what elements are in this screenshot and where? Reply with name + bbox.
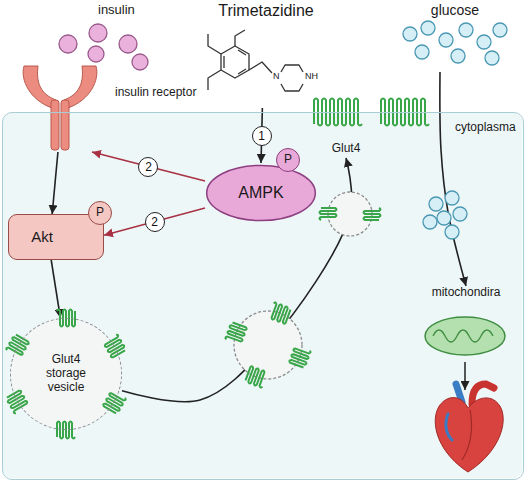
heart-icon <box>435 384 503 472</box>
glucose-molecule <box>477 35 491 49</box>
glut4-protein <box>6 390 30 414</box>
vesicle-shape <box>234 311 302 379</box>
node-text: P <box>284 153 292 167</box>
vesicle-fill <box>11 319 121 429</box>
node-text: Glut4 storage vesicle <box>30 353 102 394</box>
callout-number: 2 <box>138 157 158 177</box>
glut4-protein <box>289 345 311 368</box>
node-text: insulin receptor <box>115 86 196 100</box>
vesicle-circle: Glut4 storage vesicle <box>10 318 122 430</box>
glut4-protein <box>364 208 381 220</box>
node-text: AMPK <box>238 184 283 202</box>
glucose-molecule <box>445 225 459 239</box>
glucose-molecule <box>415 45 429 59</box>
mitochondrion-shape <box>425 317 505 355</box>
glut4-protein <box>225 322 247 345</box>
arrow-connector <box>440 72 466 286</box>
callout-number: 1 <box>252 126 272 146</box>
glucose-molecule <box>439 33 453 47</box>
glut4-protein <box>268 302 291 324</box>
node-text: Akt <box>31 228 53 245</box>
phospho-circle: P <box>276 148 300 172</box>
kinase-box: AktP <box>8 214 104 260</box>
glut4-protein <box>103 390 127 414</box>
glucose-molecule <box>423 215 437 229</box>
glucose-molecule <box>493 23 507 37</box>
glucose-molecule <box>485 51 499 65</box>
receptor-group: insulin receptor <box>15 58 205 152</box>
glut4-protein <box>57 422 75 439</box>
kinase-ellipse: AMPKP <box>205 163 317 223</box>
glucose-molecule <box>403 27 417 41</box>
arrow-connector <box>92 152 205 181</box>
glut4-protein <box>103 334 127 358</box>
arrow-connector <box>52 152 58 214</box>
node-text: cytoplasma <box>455 121 516 135</box>
arrow-line <box>464 362 466 390</box>
phospho-circle: P <box>88 201 112 225</box>
transporter-label: Glut4 <box>325 140 367 158</box>
glucose-molecule <box>459 23 473 37</box>
receptor-shape <box>23 66 97 150</box>
insulin-molecules <box>59 24 148 70</box>
arrow-connector <box>104 208 205 235</box>
glucose-molecule <box>451 49 465 63</box>
callout-number: 2 <box>145 212 165 232</box>
glucose-molecule <box>445 191 459 205</box>
glut4-protein <box>320 208 337 220</box>
node-text: Trimetazidine <box>218 2 313 20</box>
glut4-protein <box>245 366 268 388</box>
node-text: glucose <box>431 2 479 18</box>
molecule-structure <box>208 30 303 91</box>
atom-label: NH <box>305 72 318 82</box>
node-text: Glut4 <box>332 142 361 156</box>
arrow-connector <box>122 158 352 402</box>
glucose-molecule <box>437 211 451 225</box>
glut4-protein <box>6 334 30 358</box>
node-text: P <box>96 206 104 220</box>
glucose-molecule <box>429 197 443 211</box>
cell-fill <box>3 113 523 479</box>
ligand-label: insulin <box>98 3 135 17</box>
glucose-molecule <box>453 207 467 221</box>
cell-region: cytoplasmaAMPKPAktPGlut4 storage vesicle… <box>2 112 524 480</box>
drug-heading: Trimetazidine <box>196 2 336 108</box>
mitochondrion-group: mitochondira <box>420 286 512 360</box>
node-text: mitochondira <box>432 286 501 300</box>
atom-label: N <box>273 72 280 82</box>
glucose-molecule <box>421 21 435 35</box>
glucose-group: glucose <box>395 2 515 72</box>
